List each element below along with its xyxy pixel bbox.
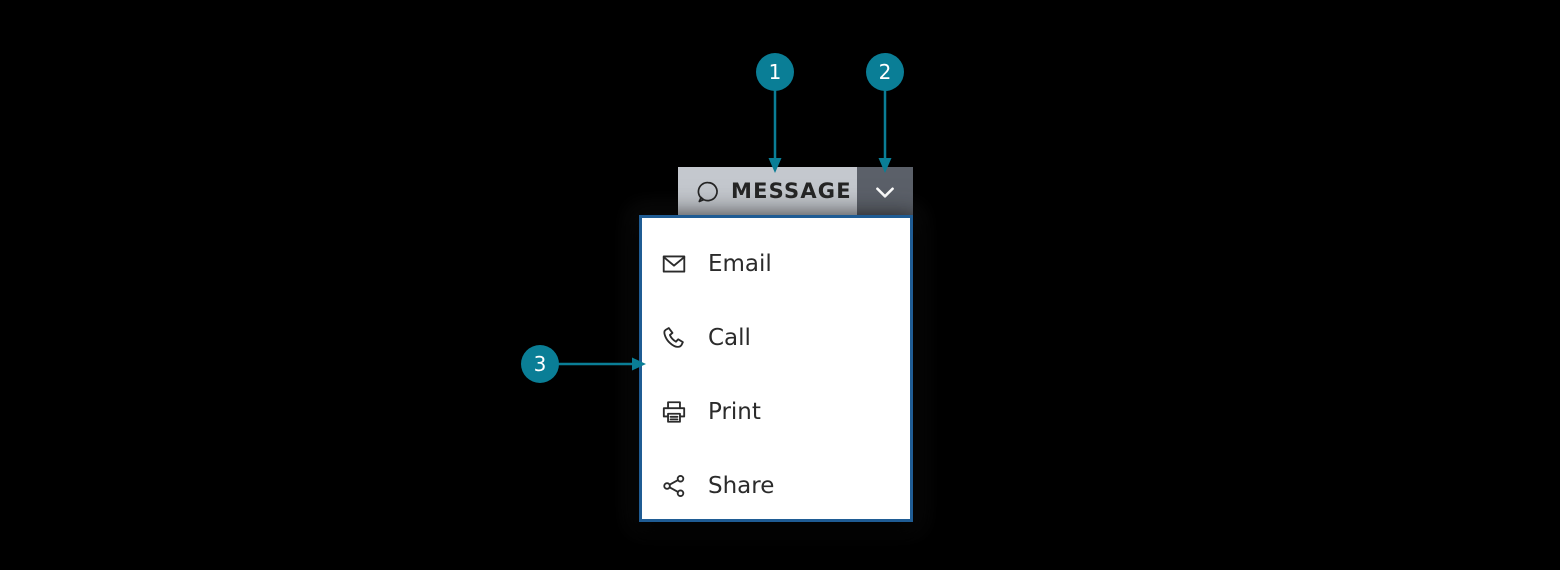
chevron-down-icon	[872, 179, 898, 205]
callout-badge-2-number: 2	[878, 60, 892, 84]
split-button-label: MESSAGE	[731, 179, 852, 203]
menu-item-email-label: Email	[708, 250, 772, 277]
share-nodes-icon	[659, 471, 689, 501]
menu-item-print[interactable]: Print	[642, 384, 910, 440]
menu-item-email[interactable]: Email	[642, 236, 910, 292]
callout-badge-1-number: 1	[768, 60, 782, 84]
menu-item-call-label: Call	[708, 324, 751, 351]
printer-icon	[659, 397, 689, 427]
split-button-toggle[interactable]	[857, 167, 913, 216]
menu-item-print-label: Print	[708, 398, 761, 425]
split-button[interactable]: MESSAGE	[678, 167, 913, 216]
menu-item-share-label: Share	[708, 472, 775, 499]
callout-3-leader-line	[548, 357, 646, 371]
message-bubble-icon	[696, 180, 720, 204]
dropdown-panel: Email Call	[639, 215, 913, 522]
envelope-icon	[659, 249, 689, 279]
menu-item-call[interactable]: Call	[642, 310, 910, 366]
menu-item-share[interactable]: Share	[642, 458, 910, 514]
callout-badge-1: 1	[756, 53, 794, 91]
callout-badge-2: 2	[866, 53, 904, 91]
split-button-main-action[interactable]: MESSAGE	[678, 167, 857, 216]
dropdown-menu-list: Email Call	[642, 218, 910, 519]
callout-badge-3-number: 3	[533, 352, 547, 376]
callout-badge-3: 3	[521, 345, 559, 383]
phone-icon	[659, 323, 689, 353]
